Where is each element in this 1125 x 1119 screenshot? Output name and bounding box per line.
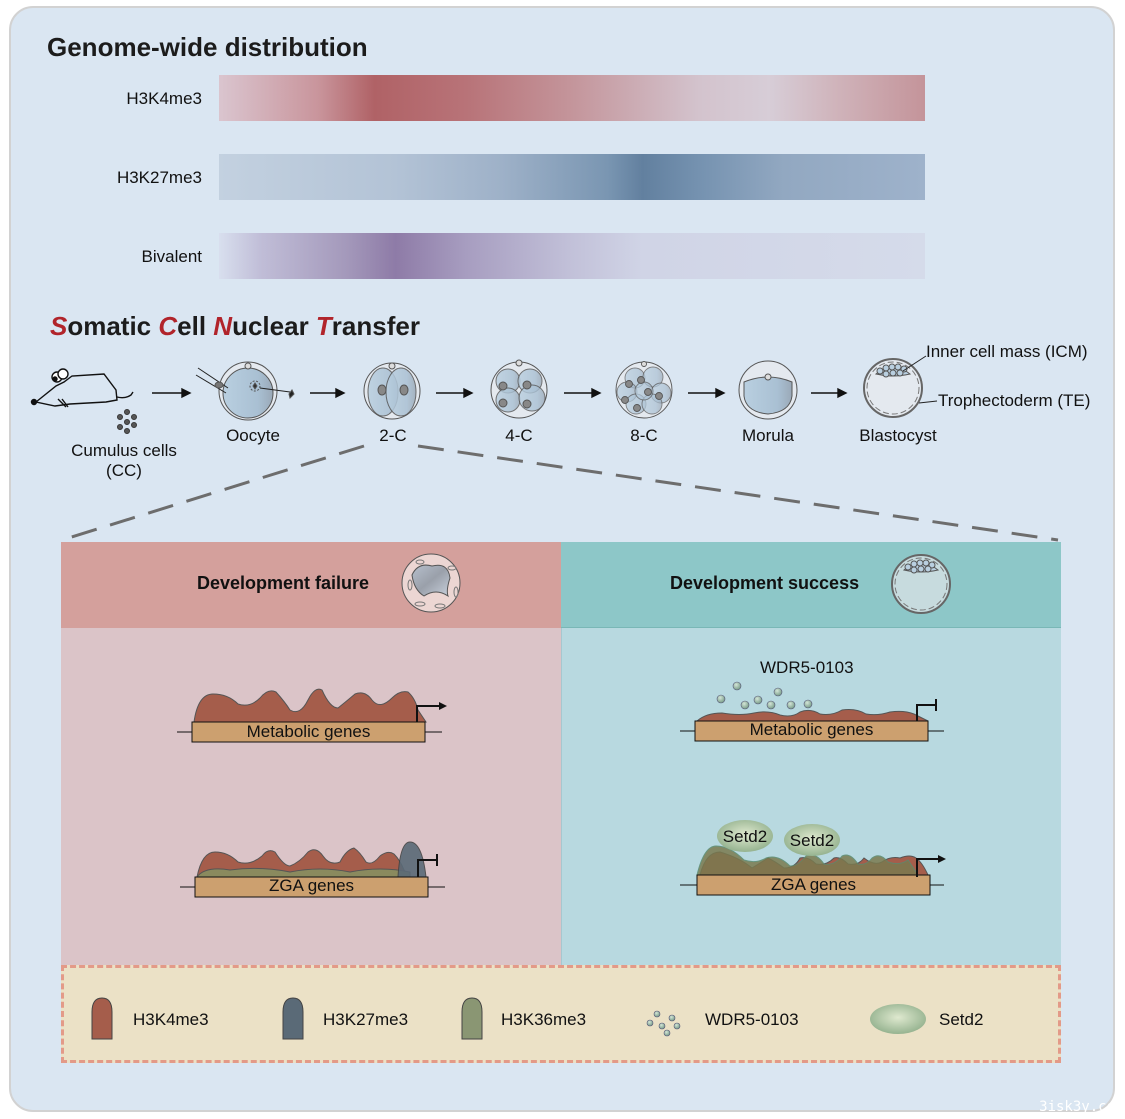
success-metabolic-genes-label: Metabolic genes <box>749 720 874 739</box>
annotation-icm: Inner cell mass (ICM) <box>926 342 1088 361</box>
setd2-protein-1 <box>717 820 773 852</box>
legend-label-h3k36me3: H3K36me3 <box>501 1010 587 1029</box>
stage-label-morula: Morula <box>742 426 794 445</box>
stage-sublabel: (CC) <box>106 461 142 480</box>
setd2-protein-2 <box>784 824 840 856</box>
success-panel-header <box>561 542 1061 628</box>
success-panel-title: Development success <box>670 573 860 593</box>
wdr5-0103-label: WDR5-0103 <box>760 658 854 677</box>
h3k27me3-legend-icon <box>282 997 304 1040</box>
eight-cell-embryo-icon <box>615 361 673 419</box>
stage-label-cumulus: Cumulus cells(CC) <box>54 441 194 481</box>
arrow-icons <box>152 387 848 399</box>
stage-label-8c: 8-C <box>630 426 658 445</box>
h3k4me3-peaks <box>193 688 427 723</box>
genome-wide-title: Genome-wide distribution <box>47 32 368 62</box>
blastocyst-icon <box>863 355 938 418</box>
mouse-icon <box>30 368 134 408</box>
two-cell-embryo-icon <box>363 362 421 420</box>
scnt-title-initial-s: S <box>50 311 68 341</box>
success-zga-gene-diagram <box>680 820 946 896</box>
cumulus-cells-icon <box>117 408 137 434</box>
stage-name: Cumulus cells <box>71 441 177 460</box>
success-zga-genes-label: ZGA genes <box>770 875 857 894</box>
morula-icon <box>738 360 798 420</box>
stage-label-4c: 4-C <box>505 426 533 445</box>
track-bar-h3k27me3 <box>219 154 925 200</box>
annotation-te: Trophectoderm (TE) <box>938 391 1091 410</box>
wdr5-0103-molecules <box>716 681 813 710</box>
stage-label-2c: 2-C <box>379 426 407 445</box>
failure-zga-gene-diagram <box>180 841 445 898</box>
failure-panel-body <box>61 628 561 968</box>
success-panel-body <box>561 628 1061 968</box>
success-metabolic-gene-diagram <box>680 681 944 742</box>
track-label-bivalent: Bivalent <box>141 247 202 266</box>
four-cell-embryo-icon <box>490 359 548 419</box>
legend-label-h3k27me3: H3K27me3 <box>323 1010 409 1029</box>
scnt-title-part: uclear <box>232 311 316 341</box>
h3k36me3-peaks <box>696 845 919 876</box>
h3k4me3-legend-icon <box>91 997 113 1040</box>
legend-label-h3k4me3: H3K4me3 <box>133 1010 209 1029</box>
failure-zga-genes-label: ZGA genes <box>268 876 355 895</box>
setd2-label-2: Setd2 <box>789 831 835 850</box>
track-label-h3k4me3: H3K4me3 <box>126 89 202 108</box>
track-bar-bivalent <box>219 233 925 279</box>
setd2-label-1: Setd2 <box>722 827 768 846</box>
failure-panel-header <box>61 542 561 628</box>
scnt-title-initial-t: T <box>315 311 332 341</box>
scnt-title-part: ransfer <box>331 311 420 341</box>
h3k36me3-peaks <box>196 867 411 878</box>
failed-embryo-icon <box>401 553 461 613</box>
track-label-h3k27me3: H3K27me3 <box>116 168 202 187</box>
track-bar-h3k4me3 <box>219 75 925 121</box>
setd2-legend-icon <box>870 1004 926 1034</box>
watermark: 3isk3y.co <box>1039 1099 1115 1115</box>
oocyte-icon <box>195 361 295 421</box>
scnt-title: Somatic Cell Nuclear Transfer <box>50 311 420 342</box>
scnt-title-part: ell <box>177 311 214 341</box>
stage-label-oocyte: Oocyte <box>226 426 280 445</box>
successful-blastocyst-icon <box>891 554 951 614</box>
h3k36me3-legend-icon <box>461 997 483 1040</box>
stage-label-blastocyst: Blastocyst <box>859 426 937 445</box>
scnt-title-initial-c: C <box>158 311 178 341</box>
legend-label-setd2: Setd2 <box>939 1010 984 1029</box>
zoom-guide-lines <box>61 444 1059 542</box>
failure-metabolic-genes-label: Metabolic genes <box>246 722 371 741</box>
legend-label-wdr5-0103: WDR5-0103 <box>705 1010 799 1029</box>
scnt-title-initial-n: N <box>213 311 233 341</box>
wdr5-0103-legend-icon <box>646 1010 681 1037</box>
failure-panel-title: Development failure <box>197 573 370 593</box>
failure-metabolic-gene-diagram <box>177 688 447 743</box>
h3k4me3-low-peaks <box>695 709 929 722</box>
scnt-title-part: omatic <box>67 311 159 341</box>
